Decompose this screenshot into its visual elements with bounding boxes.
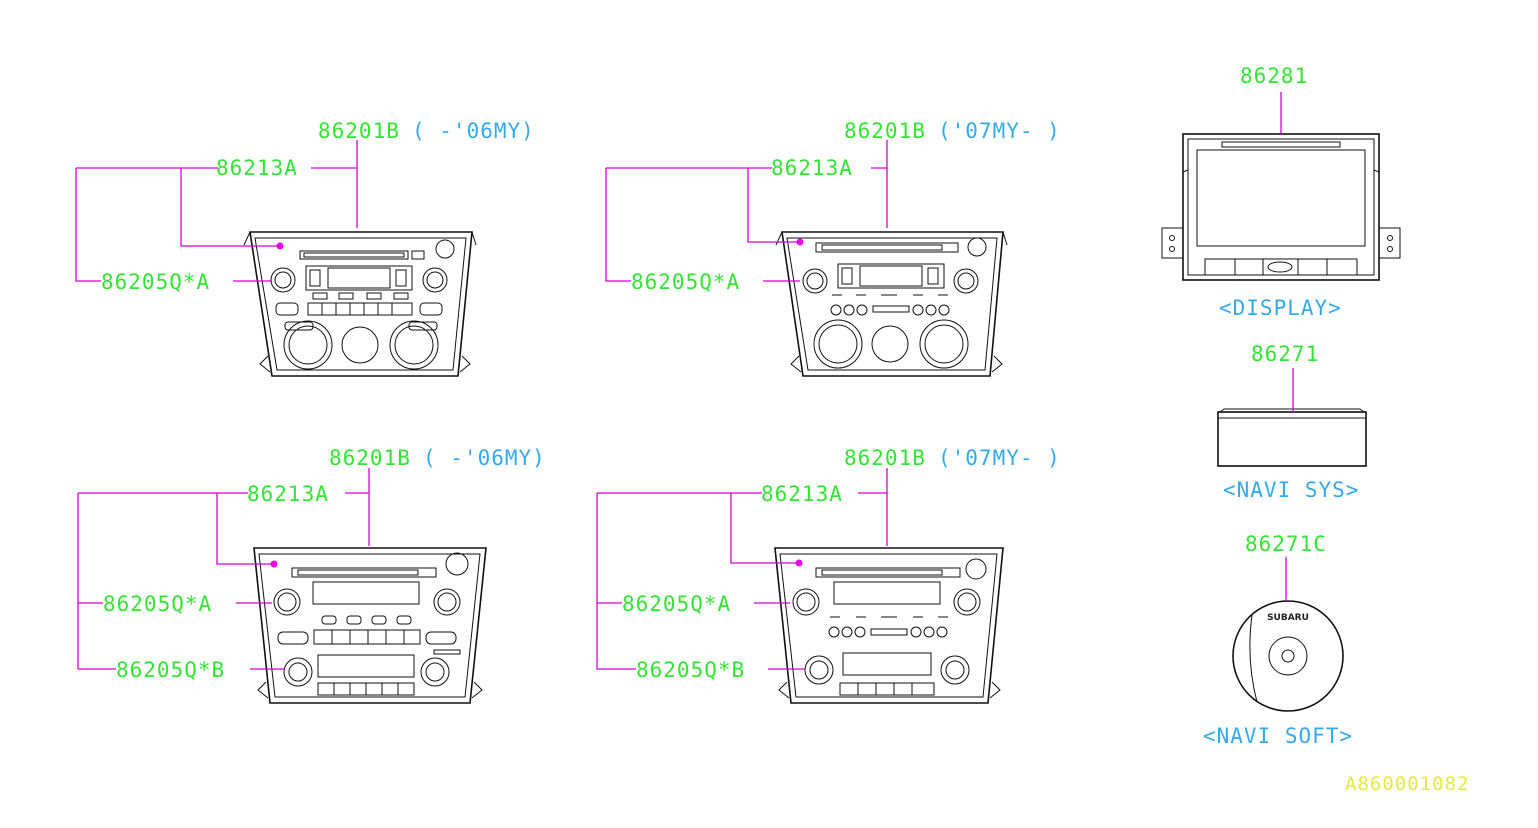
model-year-note: ('07MY- ) [938,119,1061,143]
display-unit [1161,92,1401,281]
navi-disc [1232,557,1344,712]
part-number-86201b: 86201B [318,119,400,143]
part-number-86205q-a: 86205Q*A [631,270,740,294]
part-number-86213a: 86213A [761,482,843,506]
part-number-86213a: 86213A [771,156,853,180]
part-number-86205q-b: 86205Q*B [636,658,745,682]
audio-unit-1 [75,140,477,377]
audio-unit-3 [77,468,487,704]
navi-soft-caption: <NAVI SOFT> [1203,724,1353,748]
disc-brand-label: SUBARU [1267,613,1309,623]
part-number-86205q-b: 86205Q*B [116,658,225,682]
part-number-86201b: 86201B [329,446,411,470]
diagram-id: A860001082 [1345,773,1469,795]
part-number-86281: 86281 [1240,64,1308,88]
audio-unit-2 [605,140,1008,377]
navi-sys-caption: <NAVI SYS> [1223,478,1359,502]
part-number-86213a: 86213A [216,156,298,180]
model-year-note: ( -'06MY) [412,119,535,143]
model-year-note: ('07MY- ) [938,446,1061,470]
model-year-note: ( -'06MY) [423,446,546,470]
part-number-86201b: 86201B [844,119,926,143]
display-caption: <DISPLAY> [1219,296,1342,320]
part-number-86271c: 86271C [1245,532,1327,556]
part-number-86213a: 86213A [247,482,329,506]
part-number-86271: 86271 [1251,342,1319,366]
part-number-86201b: 86201B [844,446,926,470]
part-number-86205q-a: 86205Q*A [101,270,210,294]
part-number-86205q-a: 86205Q*A [103,592,212,616]
navi-system-unit [1217,368,1367,467]
part-number-86205q-a: 86205Q*A [622,592,731,616]
audio-unit-4 [596,468,1004,704]
